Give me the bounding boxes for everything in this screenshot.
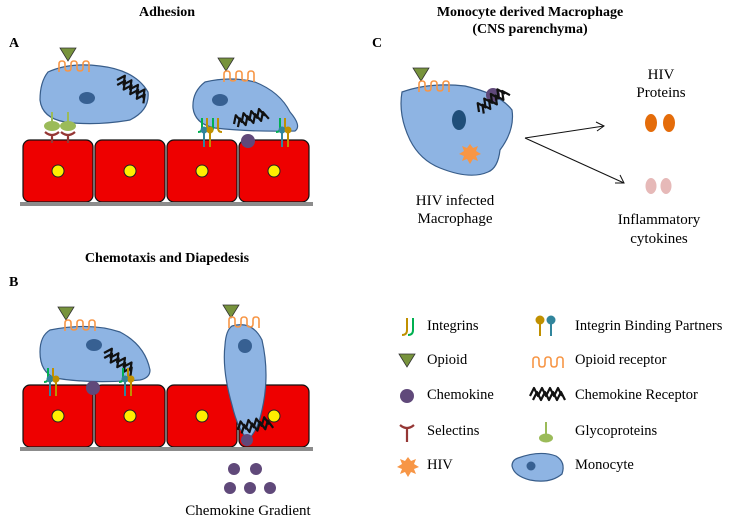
- legend-opioid-icon: [398, 353, 416, 368]
- legend-integrins-label: Integrins: [427, 318, 479, 334]
- legend-selectins-icon: [399, 424, 415, 442]
- cytokines-icon: [645, 178, 672, 194]
- legend-hiv-icon: [397, 457, 419, 477]
- legend-monocyte-icon: [511, 452, 564, 482]
- panel-b-letter: B: [9, 275, 19, 290]
- cytokines-label-line1: Inflammatory: [617, 212, 701, 228]
- macrophage-label-line1: HIV infected: [415, 193, 495, 209]
- panel-a-letter: A: [9, 36, 20, 51]
- hiv-proteins-label-line1: HIV: [647, 67, 675, 83]
- panel-b-endothelium: [20, 384, 313, 451]
- legend-chemokine-icon: [400, 389, 414, 403]
- legend-integrins-icon: [401, 318, 414, 336]
- panel-a-endothelium: [20, 139, 313, 206]
- legend-opioid-receptor-icon: [532, 356, 564, 369]
- panel-b-title: Chemotaxis and Diapedesis: [84, 251, 250, 266]
- hiv-proteins-icon: [645, 114, 675, 132]
- panel-a-monocyte-rolling: [39, 47, 152, 143]
- legend-monocyte-label: Monocyte: [575, 457, 634, 473]
- panel-c-title-line1: Monocyte derived Macrophage: [436, 5, 624, 20]
- legend-selectins-label: Selectins: [427, 423, 480, 439]
- chemokine-gradient-label: Chemokine Gradient: [185, 503, 311, 519]
- panel-b-monocyte-diapedesis: [222, 304, 275, 446]
- panel-c-macrophage: [400, 67, 514, 176]
- panel-a-monocyte-adhering: [192, 57, 299, 148]
- legend-glycoproteins-icon: [539, 422, 553, 443]
- legend-glycoproteins-label: Glycoproteins: [575, 423, 658, 439]
- legend-integrin-binding-partners-label: Integrin Binding Partners: [575, 318, 723, 334]
- chemokine-gradient: [224, 463, 276, 494]
- panel-c-title-line2: (CNS parenchyma): [472, 22, 588, 37]
- macrophage-label-line2: Macrophage: [417, 211, 493, 227]
- legend-hiv-label: HIV: [427, 457, 453, 473]
- panel-c-arrows: [524, 121, 625, 184]
- legend-chemokine-receptor-label: Chemokine Receptor: [575, 387, 698, 403]
- legend-integrin-binding-partners-icon: [535, 315, 556, 336]
- legend-chemokine-receptor-icon: [528, 386, 567, 402]
- hiv-proteins-label-line2: Proteins: [636, 85, 686, 101]
- panel-c-letter: C: [372, 36, 383, 51]
- legend-chemokine-label: Chemokine: [427, 387, 494, 403]
- cytokines-label-line2: cytokines: [630, 231, 688, 247]
- panel-b-monocyte-adhering: [39, 306, 151, 397]
- legend-opioid-label: Opioid: [427, 352, 468, 368]
- panel-a-title: Adhesion: [138, 5, 196, 20]
- legend-opioid-receptor-label: Opioid receptor: [575, 352, 667, 368]
